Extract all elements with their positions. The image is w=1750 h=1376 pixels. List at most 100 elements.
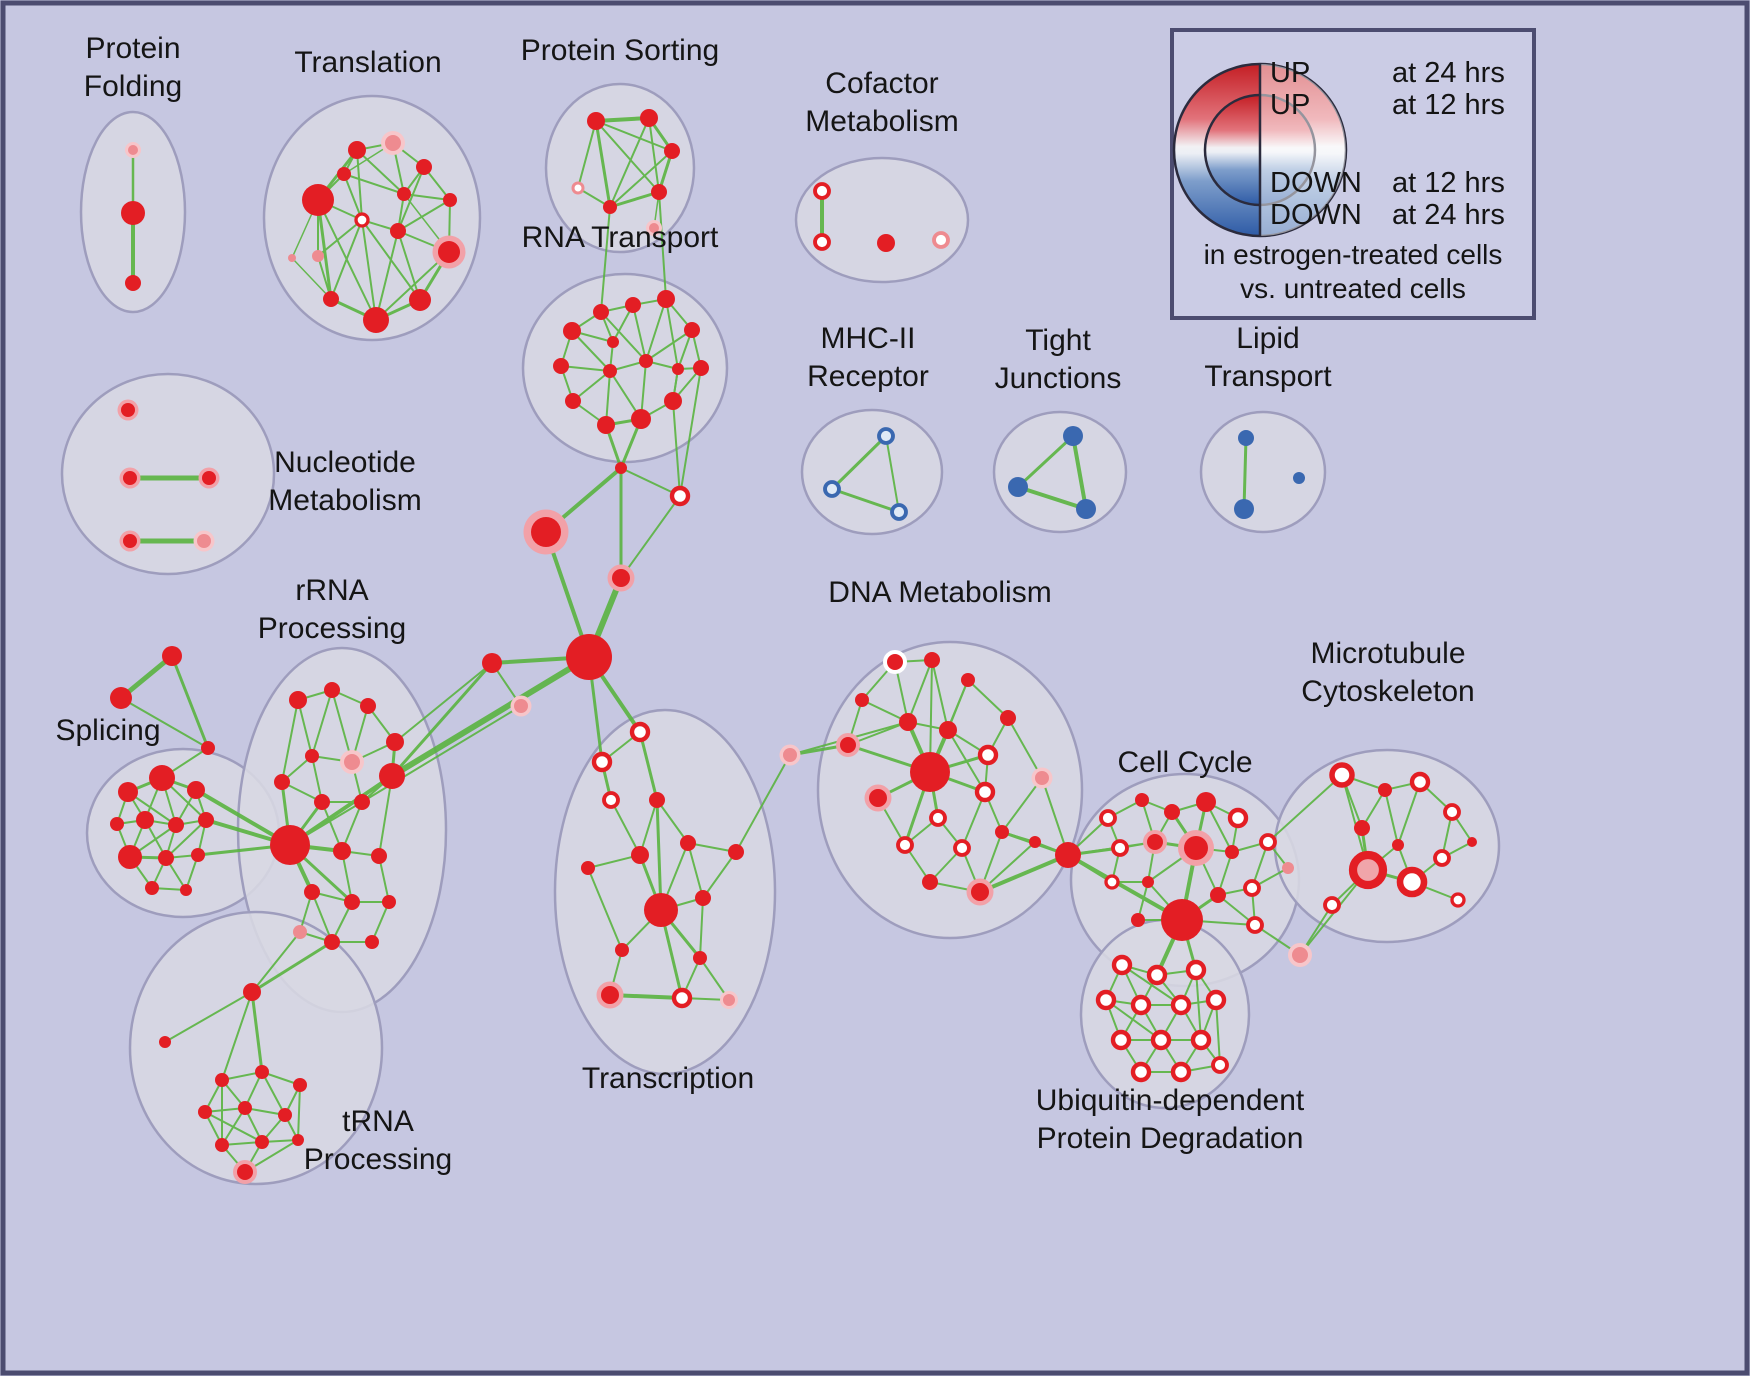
edge-U3-U10 (1195, 969, 1202, 1041)
edge-T8-T12 (375, 230, 399, 321)
node-RP2 (324, 682, 340, 698)
node-C8 (514, 699, 528, 713)
edge-M1-M2 (830, 434, 888, 491)
node-TR10 (255, 1135, 269, 1149)
node-PF3 (125, 275, 141, 291)
node-U11 (1130, 1061, 1152, 1083)
edge-F2-F3 (120, 697, 209, 749)
node-MC1 (1329, 762, 1355, 788)
edge-T15-T9 (291, 257, 332, 300)
edge-D3-D7 (931, 659, 949, 731)
edge-D13-D16 (1001, 777, 1043, 833)
edge-TC9-TC15 (587, 867, 623, 951)
node-R1 (563, 322, 581, 340)
node-RP3 (360, 698, 376, 714)
cluster-label-cofactor-metabolism: Metabolism (805, 105, 958, 138)
node-CM4 (932, 231, 950, 249)
node-C1 (615, 462, 627, 474)
edge-PS1-PS5 (594, 119, 612, 209)
node-T3 (385, 135, 401, 151)
edge-T13-T14 (343, 173, 405, 195)
edge-TC8-TC14 (702, 851, 737, 899)
legend-time-label: at 12 hrs (1392, 89, 1505, 121)
node-N1 (121, 403, 135, 417)
node-T13 (397, 187, 411, 201)
node-T14 (337, 167, 351, 181)
node-CC9 (1225, 845, 1239, 859)
node-RP9 (354, 794, 370, 810)
edge-D5-D13 (1007, 717, 1043, 779)
edge-TJ2-TJ3 (1016, 485, 1088, 511)
cluster-label-dna-metabolism: DNA Metabolism (828, 576, 1051, 609)
edge-D13-CC19 (1041, 777, 1069, 856)
node-U5 (1130, 994, 1152, 1016)
node-CC11 (1104, 874, 1120, 890)
node-TC7 (644, 893, 678, 927)
edge-T2-T11 (356, 149, 363, 221)
node-TC4 (602, 791, 620, 809)
node-U8 (1110, 1029, 1132, 1051)
node-T10 (312, 250, 324, 262)
edge-S6-S8 (165, 819, 207, 859)
cluster-label-mhc-ii-receptor: Receptor (807, 360, 929, 393)
legend-footer-line1: in estrogen-treated cells (1204, 239, 1503, 270)
edge-MC2-MC6 (1384, 789, 1399, 846)
cluster-lipid-transport (1199, 410, 1327, 534)
node-TR2 (159, 1036, 171, 1048)
node-DML (783, 748, 797, 762)
node-U1 (1111, 954, 1133, 976)
edge-R6-C2 (679, 367, 702, 497)
node-S9 (191, 848, 205, 862)
edge-T4-T12 (397, 166, 425, 232)
node-N4 (123, 534, 137, 548)
edge-RP16-TR1 (250, 940, 334, 994)
cluster-label-trna-processing: Processing (304, 1143, 452, 1176)
cluster-label-microtubule-cytoskeleton: Cytoskeleton (1301, 675, 1474, 708)
node-TJ3 (1076, 499, 1096, 519)
node-U4 (1095, 989, 1117, 1011)
node-D4 (961, 673, 975, 687)
edge-PS2-PS4 (648, 117, 660, 193)
node-CC12 (1142, 876, 1154, 888)
edge-T6-T8 (375, 251, 450, 321)
node-M3 (890, 503, 908, 521)
edge-TC6-TC8 (687, 842, 704, 899)
node-U12 (1170, 1061, 1192, 1083)
node-RP16 (324, 934, 340, 950)
cluster-label-tight-junctions: Junctions (995, 362, 1122, 395)
node-M1 (877, 427, 895, 445)
node-S12 (110, 817, 124, 831)
node-D7 (939, 721, 957, 739)
node-CC15 (1243, 879, 1261, 897)
edge-TC1-TC3 (638, 730, 659, 802)
node-R3 (625, 297, 641, 313)
edge-TR4-TR8 (261, 1071, 286, 1116)
edge-PS3-PS5 (609, 150, 673, 208)
edge-TC6-TC14 (687, 842, 737, 853)
node-S5 (168, 817, 184, 833)
node-PF2 (121, 201, 145, 225)
node-PF1 (128, 145, 138, 155)
node-MC9 (1433, 849, 1451, 867)
edge-TJ1-TJ3 (1071, 434, 1088, 511)
node-PS5 (603, 200, 617, 214)
node-TC5 (631, 846, 649, 864)
edge-R12-R11 (560, 365, 611, 372)
node-MC7 (1348, 850, 1388, 890)
node-D2 (887, 654, 903, 670)
node-R10 (565, 393, 581, 409)
node-TR9 (215, 1138, 229, 1152)
node-MC6 (1392, 839, 1404, 851)
edge-RP1-RP7 (281, 699, 299, 783)
node-C2 (669, 485, 691, 507)
node-TC6 (680, 835, 696, 851)
edge-M2-M3 (830, 487, 901, 514)
node-CM1 (813, 182, 831, 200)
node-RP19 (379, 763, 405, 789)
edge-C2-C5 (620, 495, 681, 579)
edge-TC3-TC5 (639, 799, 658, 856)
node-CC14 (1210, 887, 1226, 903)
node-MC4 (1443, 803, 1461, 821)
node-TC14 (728, 844, 744, 860)
